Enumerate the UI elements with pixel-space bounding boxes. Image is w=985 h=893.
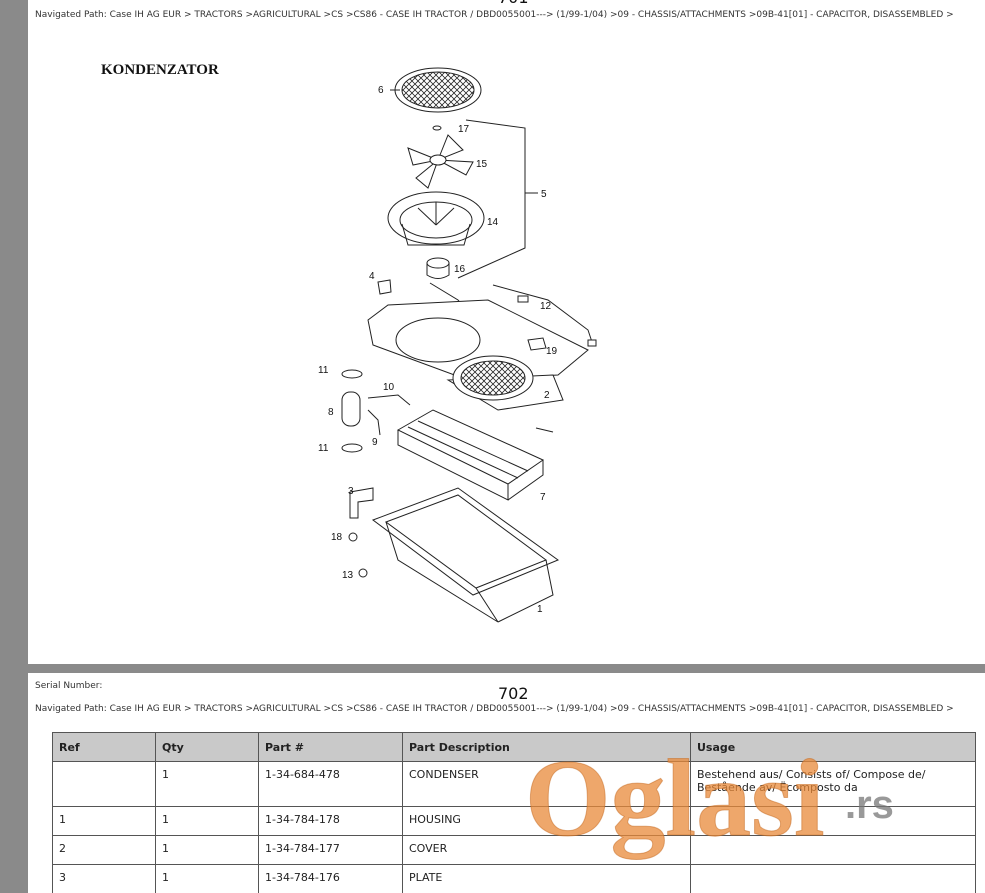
col-qty: Qty <box>155 732 259 762</box>
cell-part-number: 1-34-684-478 <box>258 761 403 807</box>
parts-table: Ref Qty Part # Part Description Usage 1 … <box>52 732 976 893</box>
diagram-title: KONDENZATOR <box>101 62 219 78</box>
callout-11-bottom: 11 <box>318 443 329 454</box>
table-row: 1 1-34-684-478 CONDENSER Bestehend aus/ … <box>52 761 976 807</box>
callout-3: 3 <box>348 486 354 497</box>
cell-ref <box>52 761 156 807</box>
callout-4: 4 <box>369 271 375 282</box>
col-part-description: Part Description <box>402 732 691 762</box>
part-15-fan <box>407 134 474 189</box>
callout-8: 8 <box>328 407 334 418</box>
table-row: 2 1 1-34-784-177 COVER <box>52 835 976 865</box>
part-2-cover <box>446 355 564 411</box>
cell-part-number: 1-34-784-178 <box>258 806 403 836</box>
cell-usage: Bestehend aus/ Consists of/ Compose de/ … <box>690 761 976 807</box>
cell-description: COVER <box>402 835 691 865</box>
cell-qty: 1 <box>155 761 259 807</box>
cell-qty: 1 <box>155 864 259 893</box>
callout-15: 15 <box>476 159 488 170</box>
cell-ref: 1 <box>52 806 156 836</box>
callout-9: 9 <box>372 437 378 448</box>
callout-14: 14 <box>487 217 499 228</box>
callout-16: 16 <box>454 264 466 275</box>
cell-description: HOUSING <box>402 806 691 836</box>
table-header-row: Ref Qty Part # Part Description Usage <box>52 732 976 762</box>
callout-17: 17 <box>458 124 470 135</box>
callout-10: 10 <box>383 382 395 393</box>
part-1-housing <box>371 487 560 623</box>
page-number: 702 <box>498 684 529 703</box>
table-row: 1 1 1-34-784-178 HOUSING <box>52 806 976 836</box>
navigated-path: Navigated Path: Case IH AG EUR > TRACTOR… <box>35 704 954 714</box>
cell-ref: 2 <box>52 835 156 865</box>
cell-ref: 3 <box>52 864 156 893</box>
serial-number-label: Serial Number: <box>35 681 103 691</box>
callout-19: 19 <box>546 346 558 357</box>
part-6-grill <box>390 67 482 113</box>
cell-usage <box>690 806 976 836</box>
cell-description: CONDENSER <box>402 761 691 807</box>
col-usage: Usage <box>690 732 976 762</box>
callout-12: 12 <box>540 301 552 312</box>
callout-1: 1 <box>537 604 543 615</box>
part-16-motor <box>426 257 450 279</box>
callout-6: 6 <box>378 85 384 96</box>
table-row: 3 1 1-34-784-176 PLATE <box>52 864 976 893</box>
exploded-parts-diagram: 6 17 15 5 14 16 4 12 19 11 10 2 8 9 11 7… <box>318 67 597 623</box>
cell-qty: 1 <box>155 835 259 865</box>
callout-5: 5 <box>541 189 547 200</box>
col-part-number: Part # <box>258 732 403 762</box>
cell-qty: 1 <box>155 806 259 836</box>
navigated-path: Navigated Path: Case IH AG EUR > TRACTOR… <box>35 10 954 20</box>
callout-7: 7 <box>540 492 546 503</box>
callout-13: 13 <box>342 570 354 581</box>
cell-usage <box>690 864 976 893</box>
part-7-condenser-core <box>396 409 545 501</box>
cell-description: PLATE <box>402 864 691 893</box>
part-14-shroud <box>387 191 485 246</box>
callout-18: 18 <box>331 532 343 543</box>
cell-part-number: 1-34-784-177 <box>258 835 403 865</box>
col-ref: Ref <box>52 732 156 762</box>
catalog-page-702: Serial Number: 702 Navigated Path: Case … <box>28 673 985 893</box>
catalog-page-701: 701 Navigated Path: Case IH AG EUR > TRA… <box>28 0 985 664</box>
cell-usage <box>690 835 976 865</box>
cell-part-number: 1-34-784-176 <box>258 864 403 893</box>
page-number: 701 <box>498 0 529 7</box>
callout-11-top: 11 <box>318 365 329 376</box>
callout-2: 2 <box>544 390 550 401</box>
